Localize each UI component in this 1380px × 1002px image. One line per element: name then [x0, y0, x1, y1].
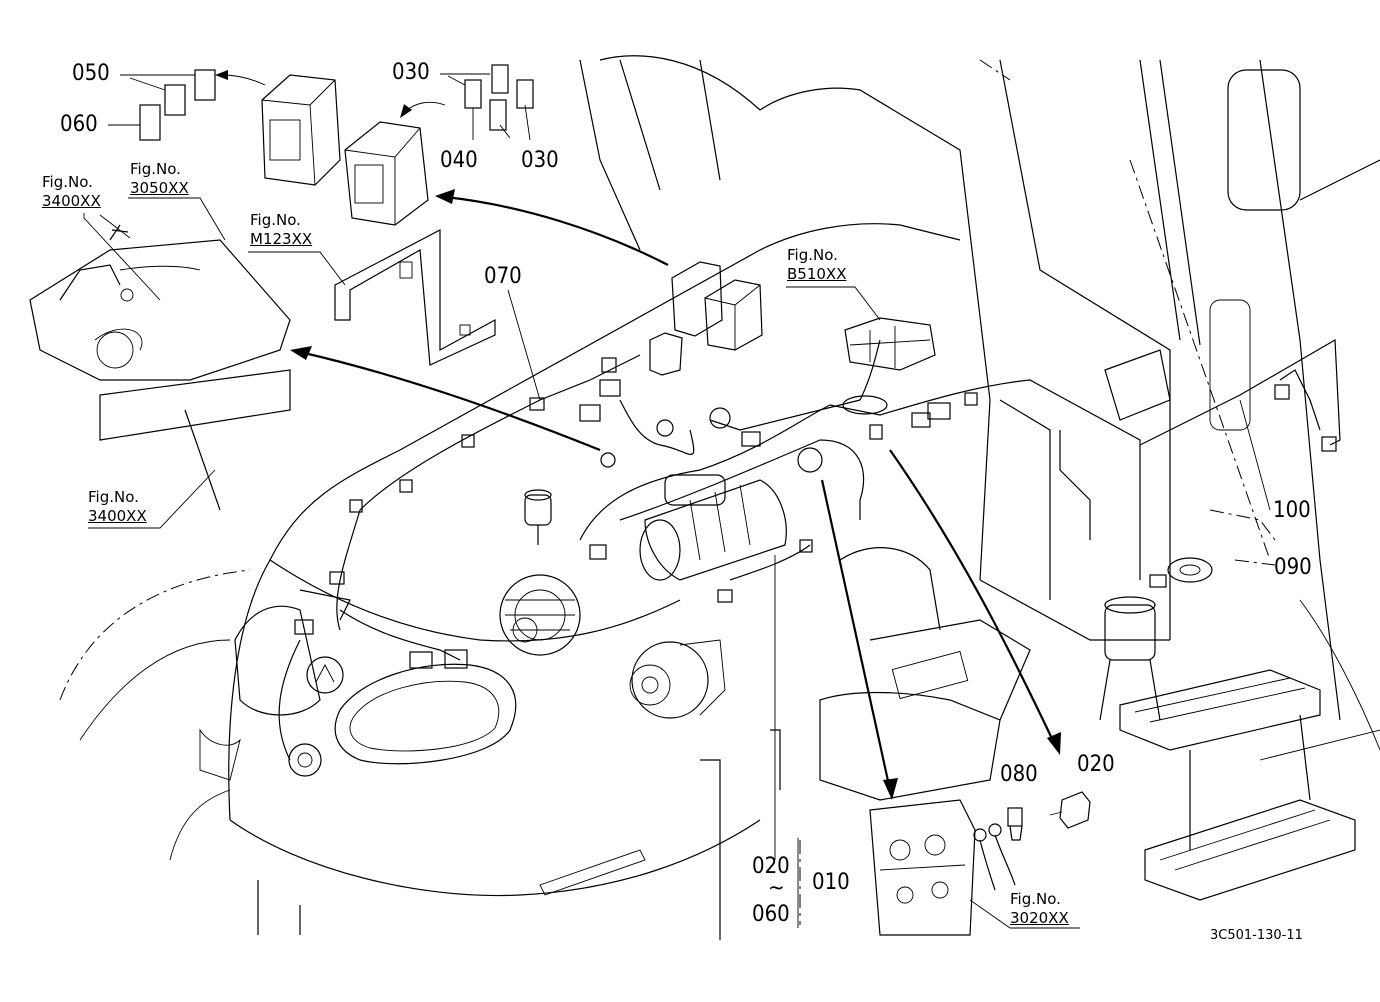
fuel-gauge-sender	[1167, 557, 1213, 583]
figure-ref-3050xx: Fig.No. 3050XX	[130, 160, 189, 198]
fuse-box-lower	[344, 121, 429, 226]
callout-030-bottom: 030	[521, 148, 559, 173]
reference-arrows	[215, 70, 1061, 800]
callout-030-top: 030	[392, 60, 430, 85]
step-ladder	[1119, 669, 1356, 901]
wiring-harness	[278, 338, 1341, 761]
callout-040: 040	[440, 148, 478, 173]
mounting-bracket	[334, 229, 496, 366]
callout-010: 010	[812, 870, 850, 895]
callout-060-bottom: 060	[752, 902, 790, 927]
leader-lines	[83, 73, 1276, 929]
ground-cables	[973, 823, 1016, 891]
harness-connectors	[294, 357, 1337, 669]
callout-tilde: ~	[768, 876, 785, 901]
figure-ref-code: 3400XX	[42, 191, 101, 210]
figure-ref-3020xx: Fig.No. 3020XX	[1010, 890, 1069, 928]
callout-070: 070	[484, 264, 522, 289]
sensor-080	[1007, 807, 1023, 841]
callout-090: 090	[1274, 555, 1312, 580]
figure-ref-code: 3050XX	[130, 178, 189, 197]
callout-080: 080	[1000, 762, 1038, 787]
callout-020-right: 020	[1077, 752, 1115, 777]
callout-020-bottom: 020	[752, 854, 790, 879]
figure-ref-code: 3020XX	[1010, 908, 1069, 927]
fuse-box-upper	[261, 74, 341, 186]
relays-030	[464, 64, 534, 131]
figure-ref-prefix: Fig.No.	[1010, 890, 1061, 908]
figure-ref-prefix: Fig.No.	[88, 488, 139, 506]
background-contours	[59, 59, 1380, 861]
engine-block	[700, 547, 1031, 940]
drawing-number: 3C501-130-11	[1210, 928, 1303, 943]
rocker-cover	[29, 224, 291, 511]
hood-outline	[228, 223, 961, 935]
figure-ref-code: B510XX	[787, 264, 847, 283]
harness-relay-blocks	[649, 261, 936, 376]
relay-020	[1049, 791, 1091, 829]
figure-ref-m123xx: Fig.No. M123XX	[250, 211, 312, 249]
fuel-tank-cap	[1099, 596, 1161, 721]
cylinder-head	[869, 799, 976, 936]
relays-050	[139, 69, 216, 141]
cab-frame	[579, 55, 1380, 721]
ac-compressor	[629, 639, 726, 719]
figure-ref-code: M123XX	[250, 229, 313, 248]
figure-ref-prefix: Fig.No.	[42, 173, 93, 191]
figure-ref-3400xx-top: Fig.No. 3400XX	[42, 173, 101, 211]
figure-ref-b510xx: Fig.No. B510XX	[787, 246, 846, 284]
callout-060: 060	[60, 112, 98, 137]
figure-ref-3400xx-bottom: Fig.No. 3400XX	[88, 488, 147, 526]
starter-motor	[639, 474, 787, 581]
figure-ref-code: 3400XX	[88, 506, 147, 525]
figure-ref-prefix: Fig.No.	[787, 246, 838, 264]
alternator	[499, 574, 581, 656]
figure-ref-prefix: Fig.No.	[250, 211, 301, 229]
grille-headlight	[234, 605, 517, 777]
callout-100: 100	[1273, 498, 1311, 523]
figure-ref-prefix: Fig.No.	[130, 160, 181, 178]
callout-050: 050	[72, 61, 110, 86]
switch-070	[524, 489, 552, 545]
